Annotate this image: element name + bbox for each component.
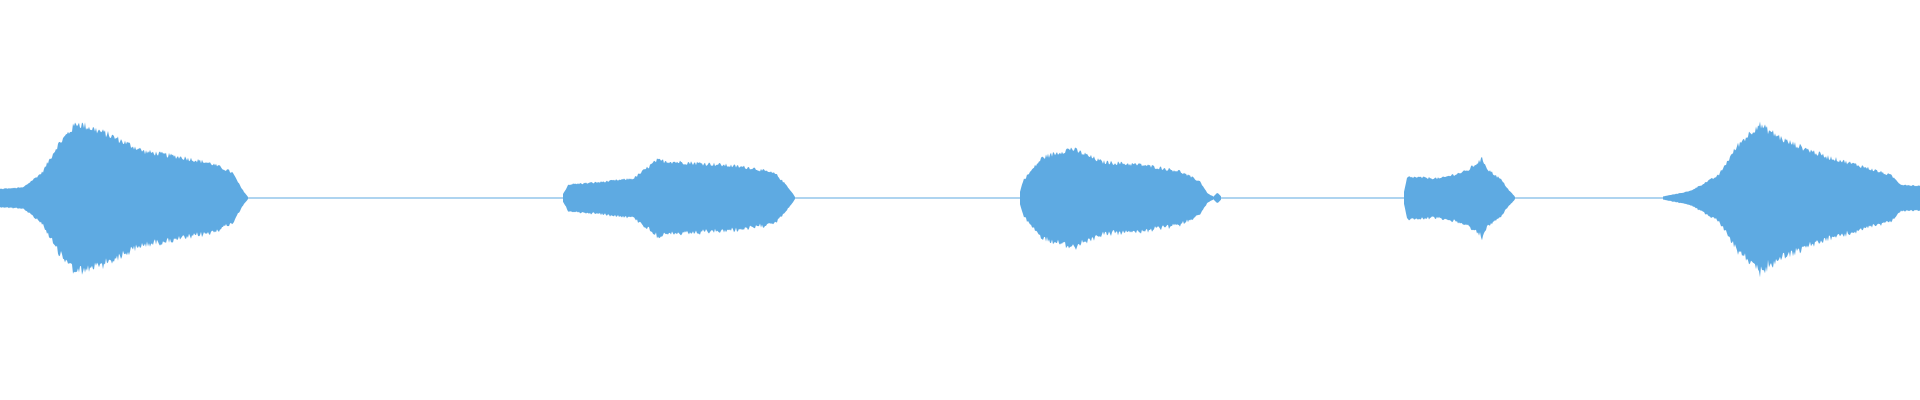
- waveform-clip-5: [1663, 121, 1920, 278]
- waveform-clip-3b: [1213, 193, 1221, 203]
- waveform-clip-3: [1020, 147, 1213, 250]
- waveform-clip-2: [563, 158, 795, 239]
- waveform-clips: [0, 121, 1920, 278]
- waveform-clip-1: [0, 122, 248, 275]
- waveform-clip-4: [1404, 156, 1515, 241]
